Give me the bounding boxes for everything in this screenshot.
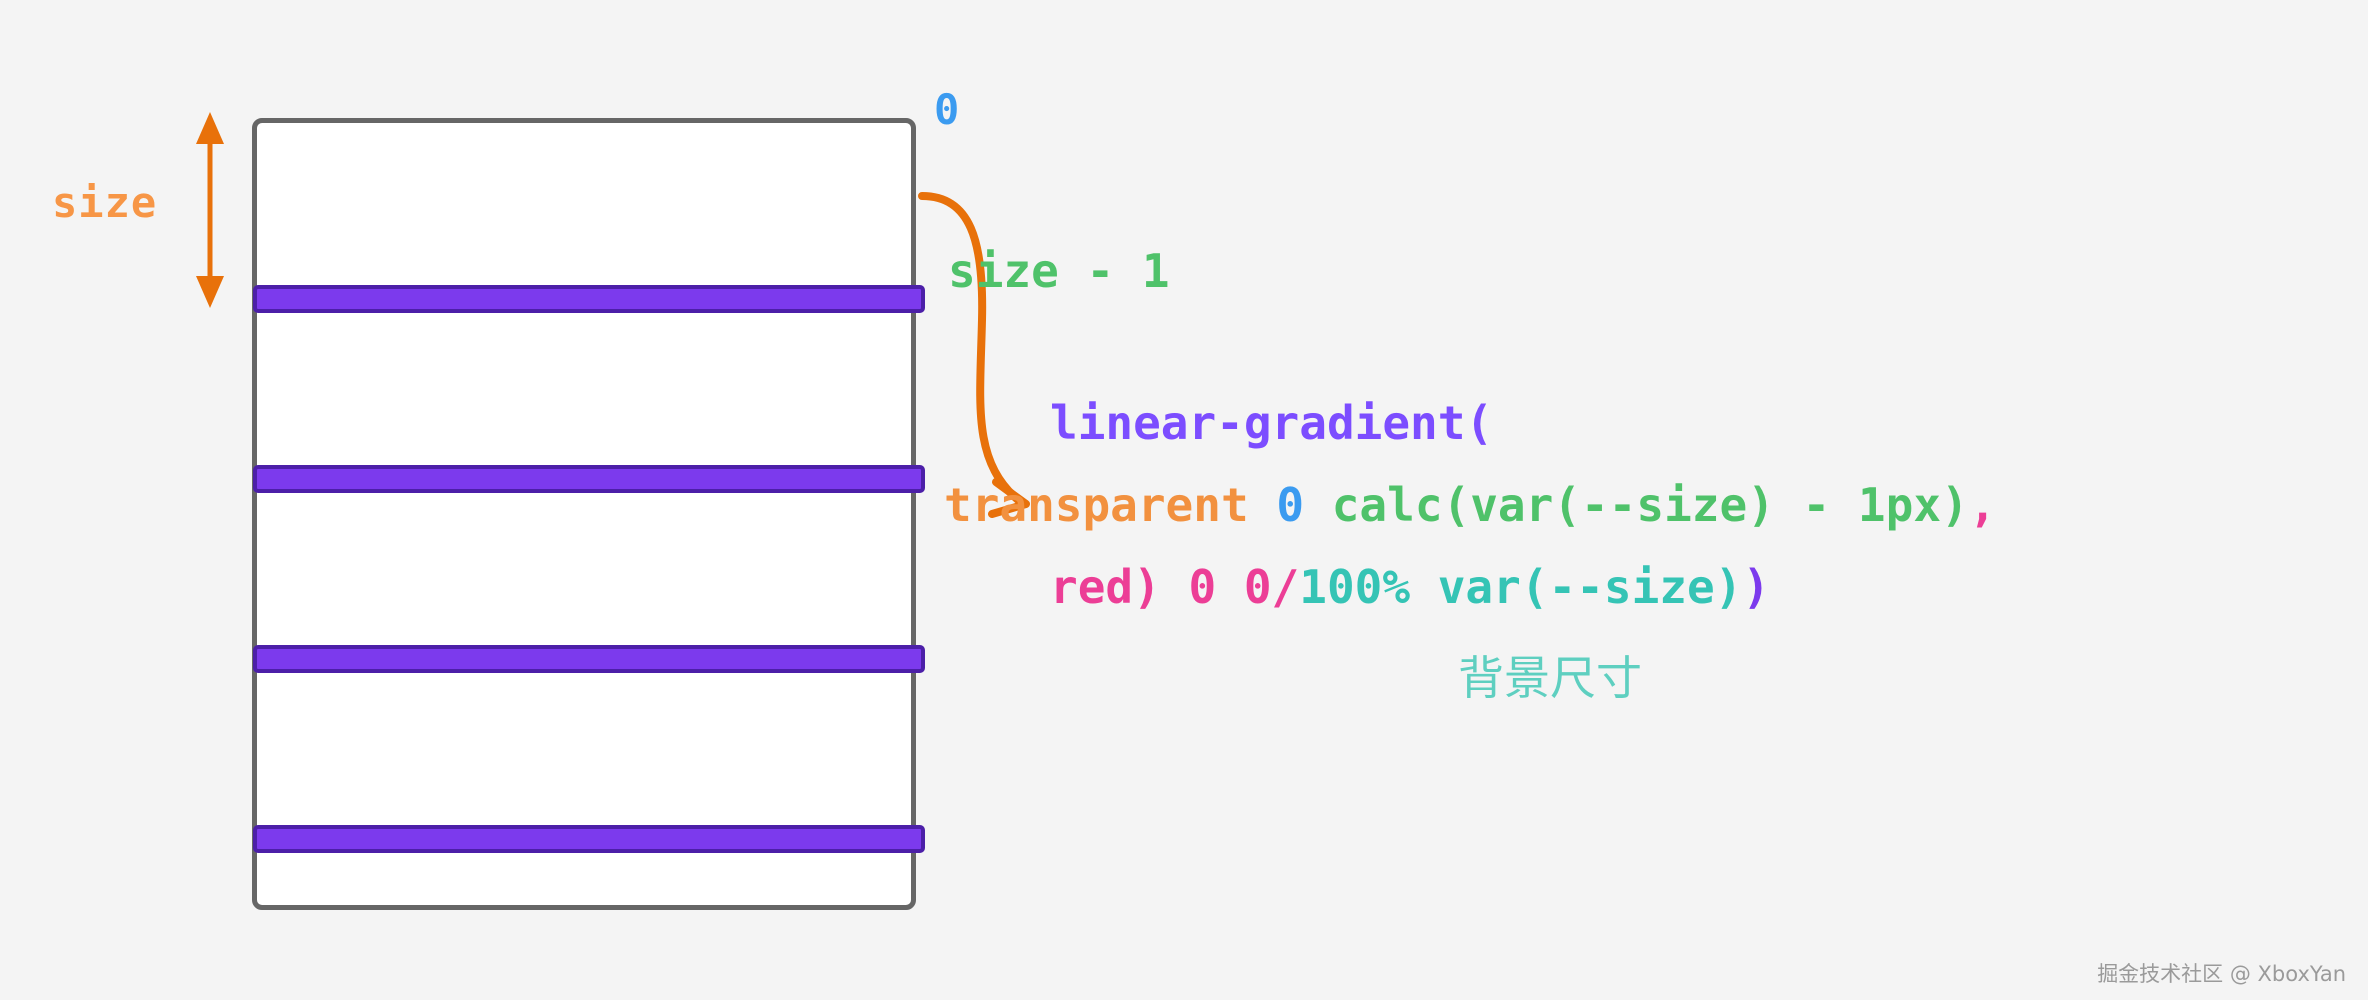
striped-gradient-box — [252, 118, 925, 910]
watermark: 掘金技术社区 @ XboxYan — [2097, 962, 2346, 986]
code-line-2: transparent 0 calc(var(--size) - 1px), — [944, 464, 1996, 546]
code-token-transparent: transparent — [944, 478, 1249, 532]
code-line-3: red) 0 0/100% var(--size)) — [1050, 546, 1996, 628]
gradient-stripe — [253, 645, 925, 673]
code-snippet: linear-gradient( transparent 0 calc(var(… — [944, 382, 1996, 628]
code-token-comma: , — [1968, 478, 1997, 532]
code-token-close-paren: ) — [1742, 560, 1771, 614]
code-line-1: linear-gradient( — [1050, 382, 1996, 464]
background-size-caption: 背景尺寸 — [1458, 651, 1642, 705]
gradient-stripe — [253, 285, 925, 313]
gradient-stripe — [253, 465, 925, 493]
curved-pointer-arrow-icon — [918, 192, 1030, 518]
gradient-stripe — [253, 825, 925, 853]
code-token-position-zero: 0 — [1276, 478, 1305, 532]
code-token-red-stop: red) 0 0/ — [1050, 560, 1300, 614]
size-dimension-arrow-icon — [196, 112, 224, 308]
code-token-calc: calc(var(--size) - 1px) — [1304, 478, 1969, 532]
annotation-size-minus-one: size - 1 — [948, 244, 1170, 298]
size-label: size — [52, 178, 158, 227]
code-token-function: linear-gradient( — [1050, 396, 1494, 450]
annotation-zero: 0 — [934, 85, 960, 134]
code-token-background-size: 100% var(--size) — [1299, 560, 1743, 614]
